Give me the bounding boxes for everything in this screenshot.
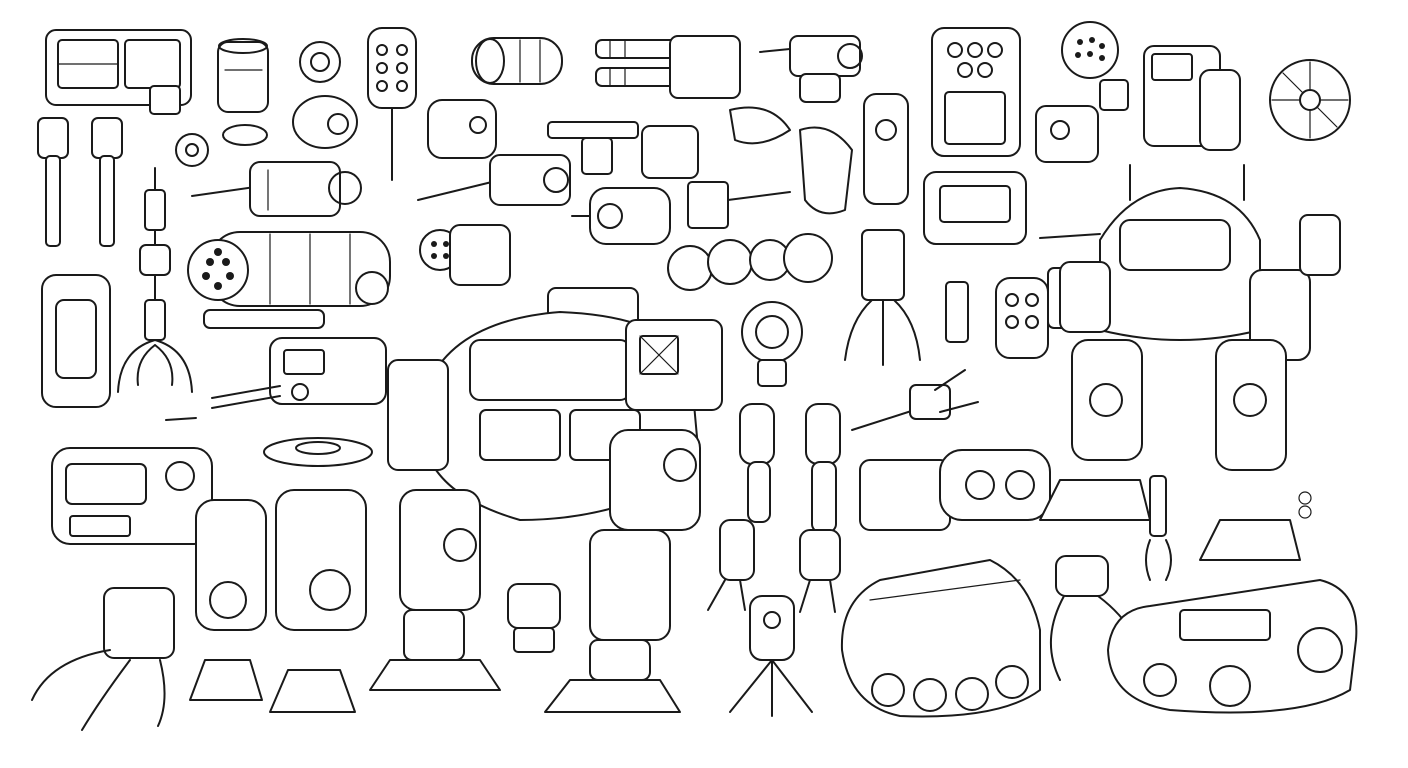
sensor-pod-icon: [299, 41, 341, 83]
shoulder-plate-icon: [799, 126, 853, 215]
cannon-turret-icon: [191, 161, 362, 217]
rotary-barrel-icon: [419, 224, 511, 286]
helmet-pod-icon: [427, 99, 497, 159]
tank-tread-icon: [1107, 579, 1358, 714]
box-module-icon: [687, 181, 791, 229]
mech-leg-icon: [544, 429, 701, 713]
mech-torso-icon: [1039, 164, 1341, 361]
backpack-unit-icon: [931, 27, 1021, 157]
spiked-disc-icon: [263, 437, 373, 467]
armor-plate-icon: [1035, 105, 1099, 163]
mech-arm-claw-icon: [117, 167, 193, 393]
knuckle-joints-icon: [667, 233, 833, 291]
bolt-rifle-icon: [851, 369, 979, 431]
small-cog-icon: [175, 133, 209, 167]
mech-leg-icon: [1039, 339, 1151, 521]
mech-leg-icon: [189, 499, 267, 701]
small-glyph-icon: [1298, 491, 1312, 519]
trigger-grip-icon: [729, 106, 791, 145]
twin-piston-icon: [37, 117, 123, 247]
armor-canister-icon: [41, 274, 111, 408]
joint-block-icon: [641, 125, 699, 179]
screen-module-icon: [1143, 45, 1241, 151]
mech-leg-icon: [369, 489, 501, 691]
disc-icon: [222, 124, 268, 146]
scope-tube-icon: [863, 93, 909, 205]
grip-handle-icon: [367, 27, 417, 181]
mech-leg-icon: [1199, 339, 1301, 561]
rifle-module-icon: [759, 35, 863, 103]
claw-hand-icon: [31, 587, 175, 731]
claw-hand-icon: [844, 229, 921, 366]
fuse-cell-icon: [945, 281, 969, 343]
canister-icon: [217, 38, 269, 113]
tank-tread-icon: [840, 559, 1041, 718]
turret-box-icon: [211, 337, 387, 409]
drill-head-icon: [571, 187, 671, 245]
clamp-tool-icon: [547, 121, 639, 175]
barrel-lamp-icon: [471, 37, 563, 85]
device-housing-icon: [45, 29, 192, 115]
gatling-cannon-icon: [187, 231, 391, 329]
pod-icon: [292, 95, 358, 149]
robot-arm-icon: [799, 403, 841, 613]
robot-arm-icon: [707, 403, 775, 611]
bolt-icon: [165, 417, 197, 421]
mech-leg-icon: [269, 489, 367, 713]
tripod-sensor-icon: [729, 595, 813, 717]
gear-icon: [1269, 59, 1351, 141]
rotary-head-icon: [1061, 21, 1129, 111]
vertical-gripper-icon: [1145, 475, 1172, 581]
long-rifle-icon: [417, 154, 571, 206]
twin-gun-barrel-icon: [595, 35, 741, 99]
mech-cockpit-icon: [51, 447, 213, 545]
head-module-icon: [507, 583, 561, 653]
ring-bracket-icon: [741, 301, 803, 387]
segmented-armor-icon: [859, 449, 1051, 531]
battery-module-icon: [923, 171, 1027, 245]
